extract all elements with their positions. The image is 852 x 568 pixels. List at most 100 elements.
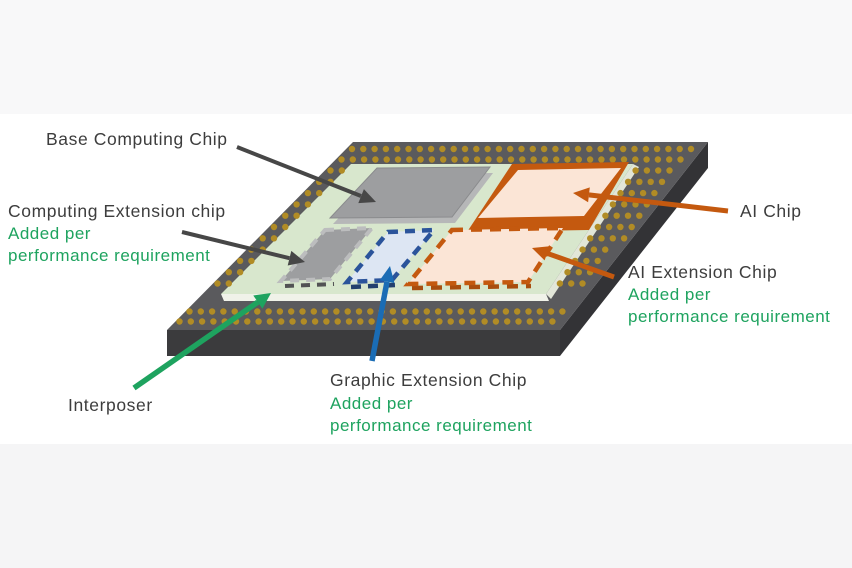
bga-pad-dot: [468, 308, 476, 315]
computing-extension-chip-shape: [276, 225, 377, 288]
bga-pad-dot: [666, 156, 673, 163]
bga-pad-dot: [617, 223, 624, 231]
bga-pad-dot: [586, 156, 594, 163]
bga-pad-dot: [492, 318, 500, 325]
bga-pad-dot: [321, 308, 329, 315]
bga-pad-dot: [413, 318, 420, 325]
bga-pad-dot: [526, 318, 533, 325]
bga-pad-dot: [176, 318, 183, 325]
bga-pad-dot: [450, 145, 457, 153]
bga-pad-dot: [636, 178, 643, 185]
bga-pad-dot: [406, 156, 413, 163]
bga-pad-dot: [231, 308, 238, 315]
bottom-margin-band: [0, 444, 852, 568]
bga-pad-dot: [598, 156, 605, 163]
bga-pad-dot: [556, 280, 564, 287]
bga-pad-dot: [579, 246, 586, 253]
bga-pad-dot: [214, 280, 221, 287]
bga-pad-dot: [586, 145, 593, 153]
computing-extension-arrow-line: [181, 230, 290, 261]
bga-pad-dot: [473, 156, 481, 163]
bga-pad-dot: [620, 145, 627, 153]
bga-pad-dot: [564, 269, 571, 276]
bga-pad-dot: [289, 318, 296, 325]
bga-pad-dot: [293, 212, 300, 219]
bga-pad-dot: [579, 280, 586, 287]
ai-extension-note-line2: performance requirement: [628, 307, 831, 326]
bga-pad-dot: [541, 156, 549, 163]
bga-pad-dot: [632, 167, 639, 174]
bga-pad-dot: [481, 318, 488, 325]
bga-pad-dot: [428, 156, 436, 163]
bga-pad-dot: [372, 156, 379, 163]
bga-pad-dot: [447, 318, 454, 325]
bga-pad-dot: [338, 156, 345, 163]
computing-extension-chip-label: Computing Extension chip: [8, 201, 226, 221]
bga-pad-dot: [304, 189, 312, 197]
bga-pad-dot: [597, 145, 604, 153]
substrate-right-face: [560, 142, 708, 356]
bga-pad-dot: [394, 145, 401, 153]
base-chip-arrow: [236, 145, 376, 204]
bga-pad-dot: [461, 145, 469, 153]
bga-pad-dot: [360, 145, 367, 153]
bga-pad-dot: [507, 145, 514, 153]
bga-pad-dot: [371, 145, 378, 153]
bga-pad-dot: [357, 318, 364, 325]
bga-pad-dot: [276, 308, 284, 315]
bga-pad-dot: [248, 257, 255, 265]
ai-extension-arrow-head: [532, 246, 550, 261]
bga-pad-dot: [440, 156, 447, 163]
graphic-extension-chip-label: Graphic Extension Chip: [330, 370, 528, 390]
bga-pad-dot: [254, 308, 261, 315]
bga-pad-dot: [417, 156, 424, 163]
bga-pad-dot: [613, 212, 620, 219]
bga-pad-dot: [624, 212, 632, 219]
bga-pad-dot: [636, 212, 643, 219]
bga-pad-dot: [424, 318, 432, 325]
bga-pad-dot: [559, 308, 566, 315]
bga-pad-dot: [665, 145, 672, 153]
bga-pad-dot: [514, 308, 521, 315]
bga-pad-dot: [405, 145, 412, 153]
ai-chip-label: AI Chip: [740, 201, 802, 221]
bga-pad-dot: [587, 235, 594, 242]
computing-extension-shadow-dashes: [284, 282, 335, 288]
bga-pad-dot: [236, 257, 244, 265]
bga-pad-dot: [198, 318, 206, 325]
bga-pad-dot: [316, 189, 323, 197]
bga-pad-dot: [485, 156, 492, 163]
interposer-arrow-head: [253, 293, 271, 309]
bga-pad-dot: [368, 318, 375, 325]
bga-pad-dot: [338, 167, 345, 174]
bga-pad-dot: [282, 212, 289, 219]
bga-pad-dot: [594, 223, 601, 231]
bga-pad-dots: [176, 145, 695, 325]
bga-pad-dot: [300, 318, 307, 325]
bga-pad-dot: [259, 235, 266, 242]
graphic-extension-arrow-head: [379, 266, 395, 284]
bga-pad-dot: [620, 235, 628, 242]
bga-pad-dot: [617, 189, 624, 197]
bga-pad-dot: [236, 269, 244, 276]
ai-chip-top-face: [478, 168, 621, 218]
bga-pad-dot: [416, 145, 423, 153]
bga-pad-dot: [529, 145, 536, 153]
interposer-arrow-line: [132, 299, 260, 391]
bga-pad-dot: [345, 318, 353, 325]
bga-pad-dot: [655, 167, 662, 174]
bga-pad-dot: [439, 145, 446, 153]
bga-pad-dot: [594, 257, 601, 265]
bga-pad-dot: [608, 145, 616, 153]
bga-pad-dot: [552, 145, 559, 153]
bga-pad-dot: [278, 318, 285, 325]
bga-pad-dot: [310, 308, 317, 315]
bga-pad-dot: [666, 167, 673, 174]
bga-pad-dot: [504, 318, 511, 325]
bga-pad-dot: [457, 308, 464, 315]
base-chip-arrow-line: [236, 145, 362, 198]
ai-extension-shadow-dashes: [411, 283, 532, 291]
bga-pad-dot: [620, 156, 628, 163]
bga-pad-dot: [225, 280, 232, 287]
bga-pad-dot: [502, 308, 510, 315]
